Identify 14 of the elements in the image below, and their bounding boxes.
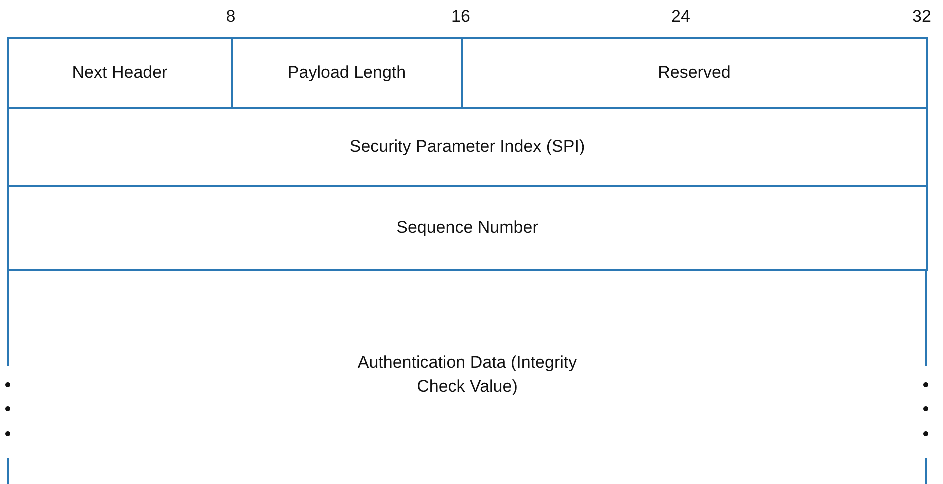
- field-label: Reserved: [658, 63, 731, 83]
- field-label: Security Parameter Index (SPI): [350, 137, 586, 157]
- field-box: [7, 37, 233, 109]
- field-label: Authentication Data (Integrity Check Value): [358, 352, 578, 398]
- bit-position: 8: [226, 7, 236, 27]
- field-label: Payload Length: [288, 63, 406, 83]
- bit-position: 32: [912, 7, 932, 27]
- field-box: [7, 185, 928, 271]
- field-label: Sequence Number: [396, 218, 538, 238]
- field-box: [461, 37, 928, 109]
- bit-position: 16: [452, 7, 470, 27]
- field-box: [7, 107, 928, 187]
- field-label: Next Header: [72, 63, 168, 83]
- bit-position: 24: [672, 7, 690, 27]
